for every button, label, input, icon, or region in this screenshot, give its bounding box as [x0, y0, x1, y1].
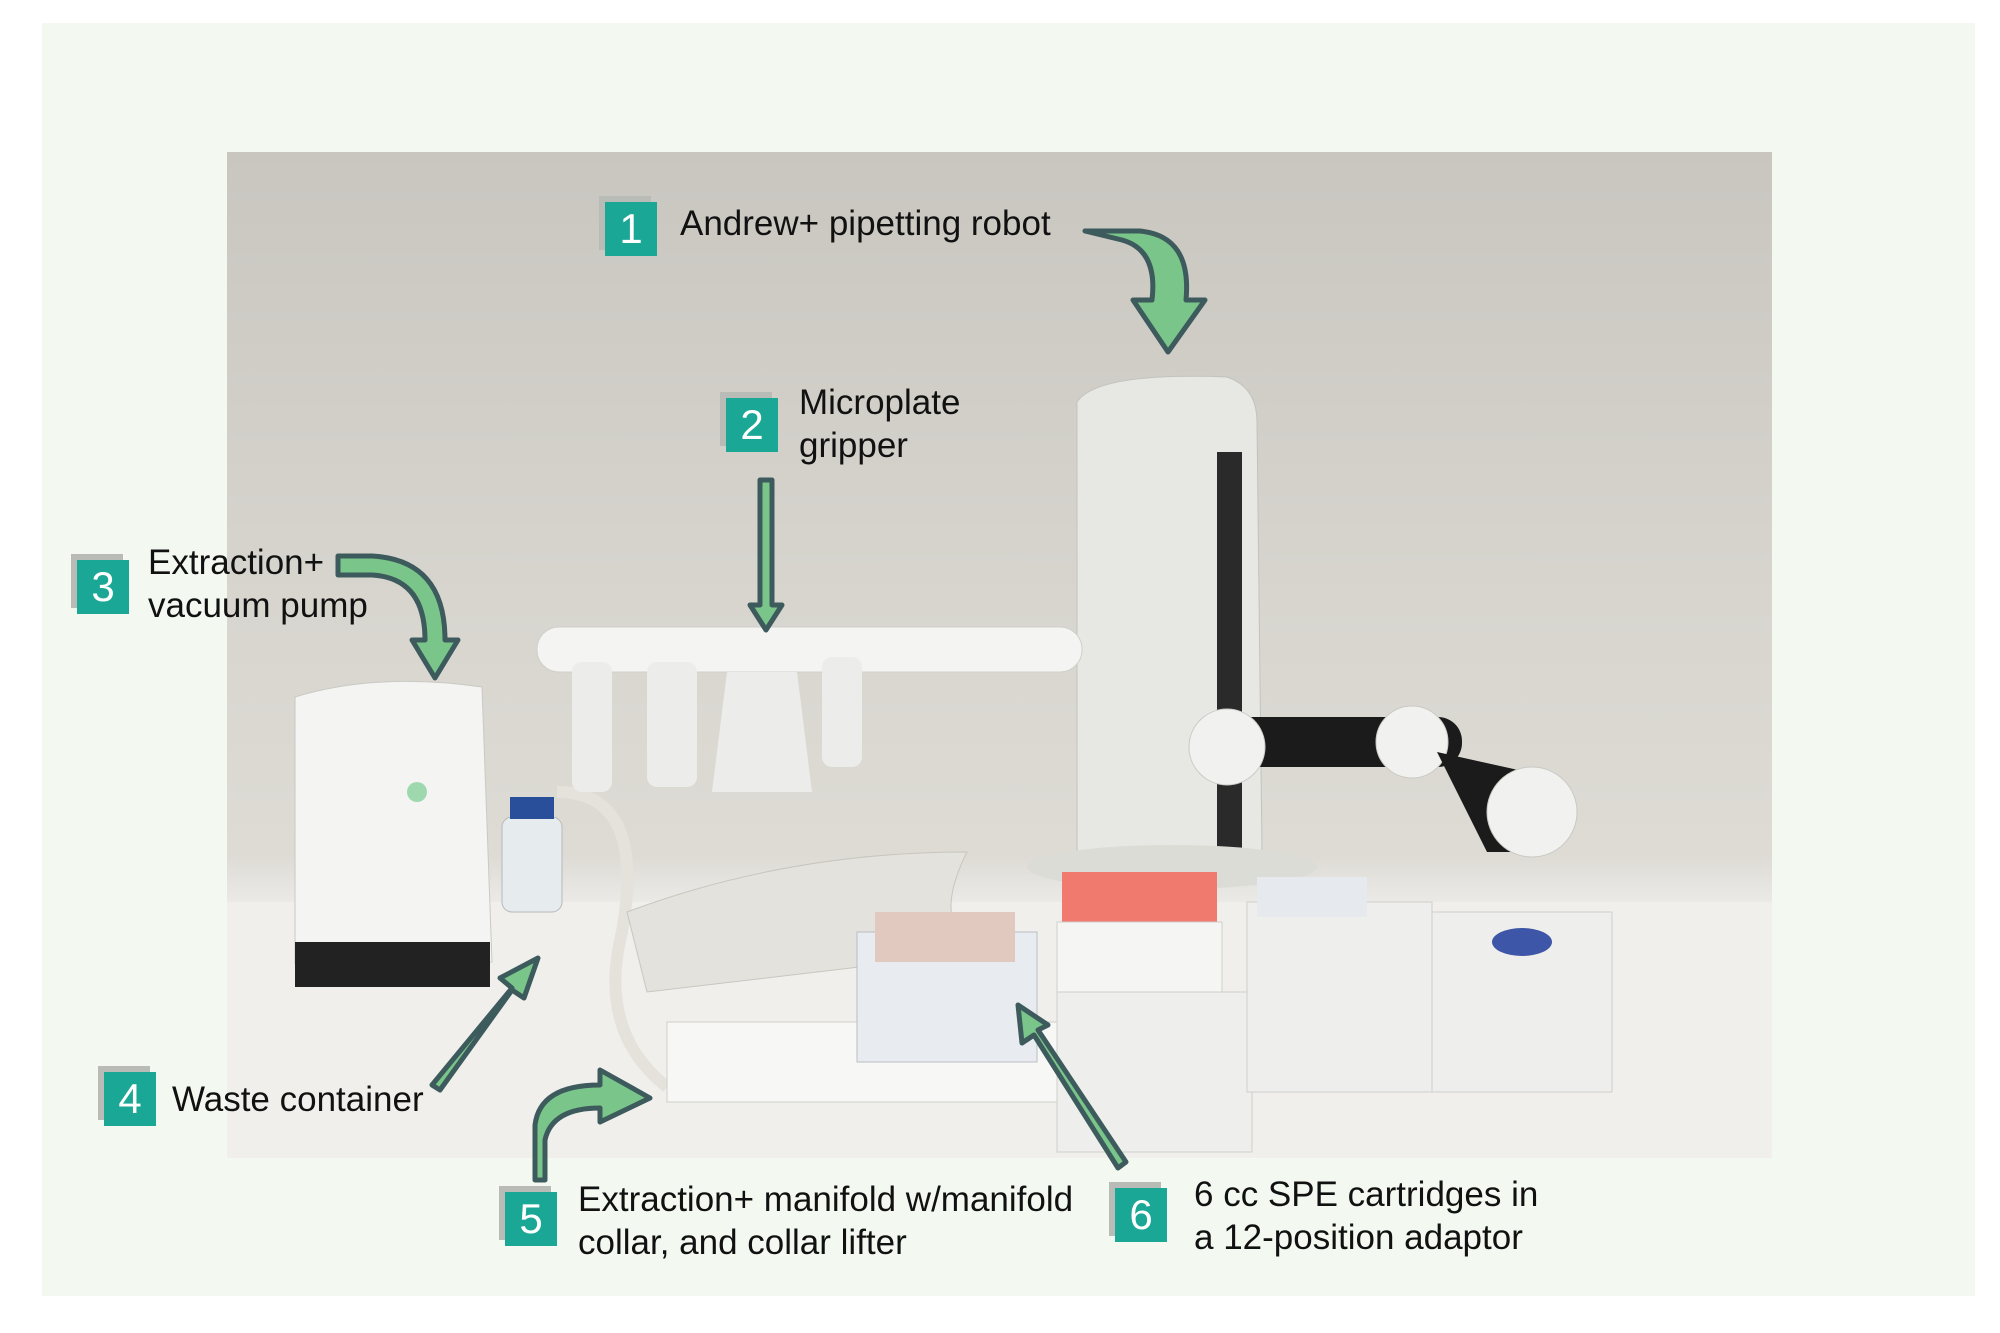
callout-badge-3: 3: [77, 560, 129, 614]
callout-line: Extraction+ manifold w/manifold: [578, 1180, 1074, 1219]
arrow-3-icon: [335, 553, 461, 681]
arrow-5-icon: [532, 1067, 653, 1183]
callout-line: collar, and collar lifter: [578, 1223, 907, 1262]
vacuum-pump: [294, 680, 493, 987]
callout-badge-6: 6: [1115, 1188, 1167, 1242]
callout-label-5: Extraction+ manifold w/manifold collar, …: [578, 1178, 1073, 1264]
callout-label-3: Extraction+ vacuum pump: [148, 541, 368, 627]
pipetting-robot: [536, 375, 1578, 889]
callout-line: vacuum pump: [148, 586, 368, 625]
callout-label-1: Andrew+ pipetting robot: [680, 202, 1051, 245]
callout-badge-5: 5: [505, 1192, 557, 1246]
callout-line: 6 cc SPE cartridges in: [1194, 1175, 1539, 1214]
callout-label-4: Waste container: [172, 1078, 424, 1121]
callout-badge-4: 4: [104, 1072, 156, 1126]
callout-line: Extraction+: [148, 543, 325, 582]
arrow-2-icon: [747, 477, 785, 633]
instrument-photo: [227, 152, 1772, 1158]
callout-line: a 12-position adaptor: [1194, 1218, 1523, 1257]
callout-line: Andrew+ pipetting robot: [680, 204, 1051, 243]
callout-label-6: 6 cc SPE cartridges in a 12-position ada…: [1194, 1173, 1538, 1259]
callout-badge-2: 2: [726, 398, 778, 452]
callout-line: Microplate: [799, 383, 961, 422]
arrow-1-icon: [1082, 228, 1208, 355]
callout-line: Waste container: [172, 1080, 424, 1119]
arrow-4-icon: [429, 955, 541, 1093]
callout-label-2: Microplate gripper: [799, 381, 960, 467]
callout-line: gripper: [799, 426, 908, 465]
callout-badge-1: 1: [605, 202, 657, 256]
arrow-6-icon: [1015, 1002, 1129, 1171]
